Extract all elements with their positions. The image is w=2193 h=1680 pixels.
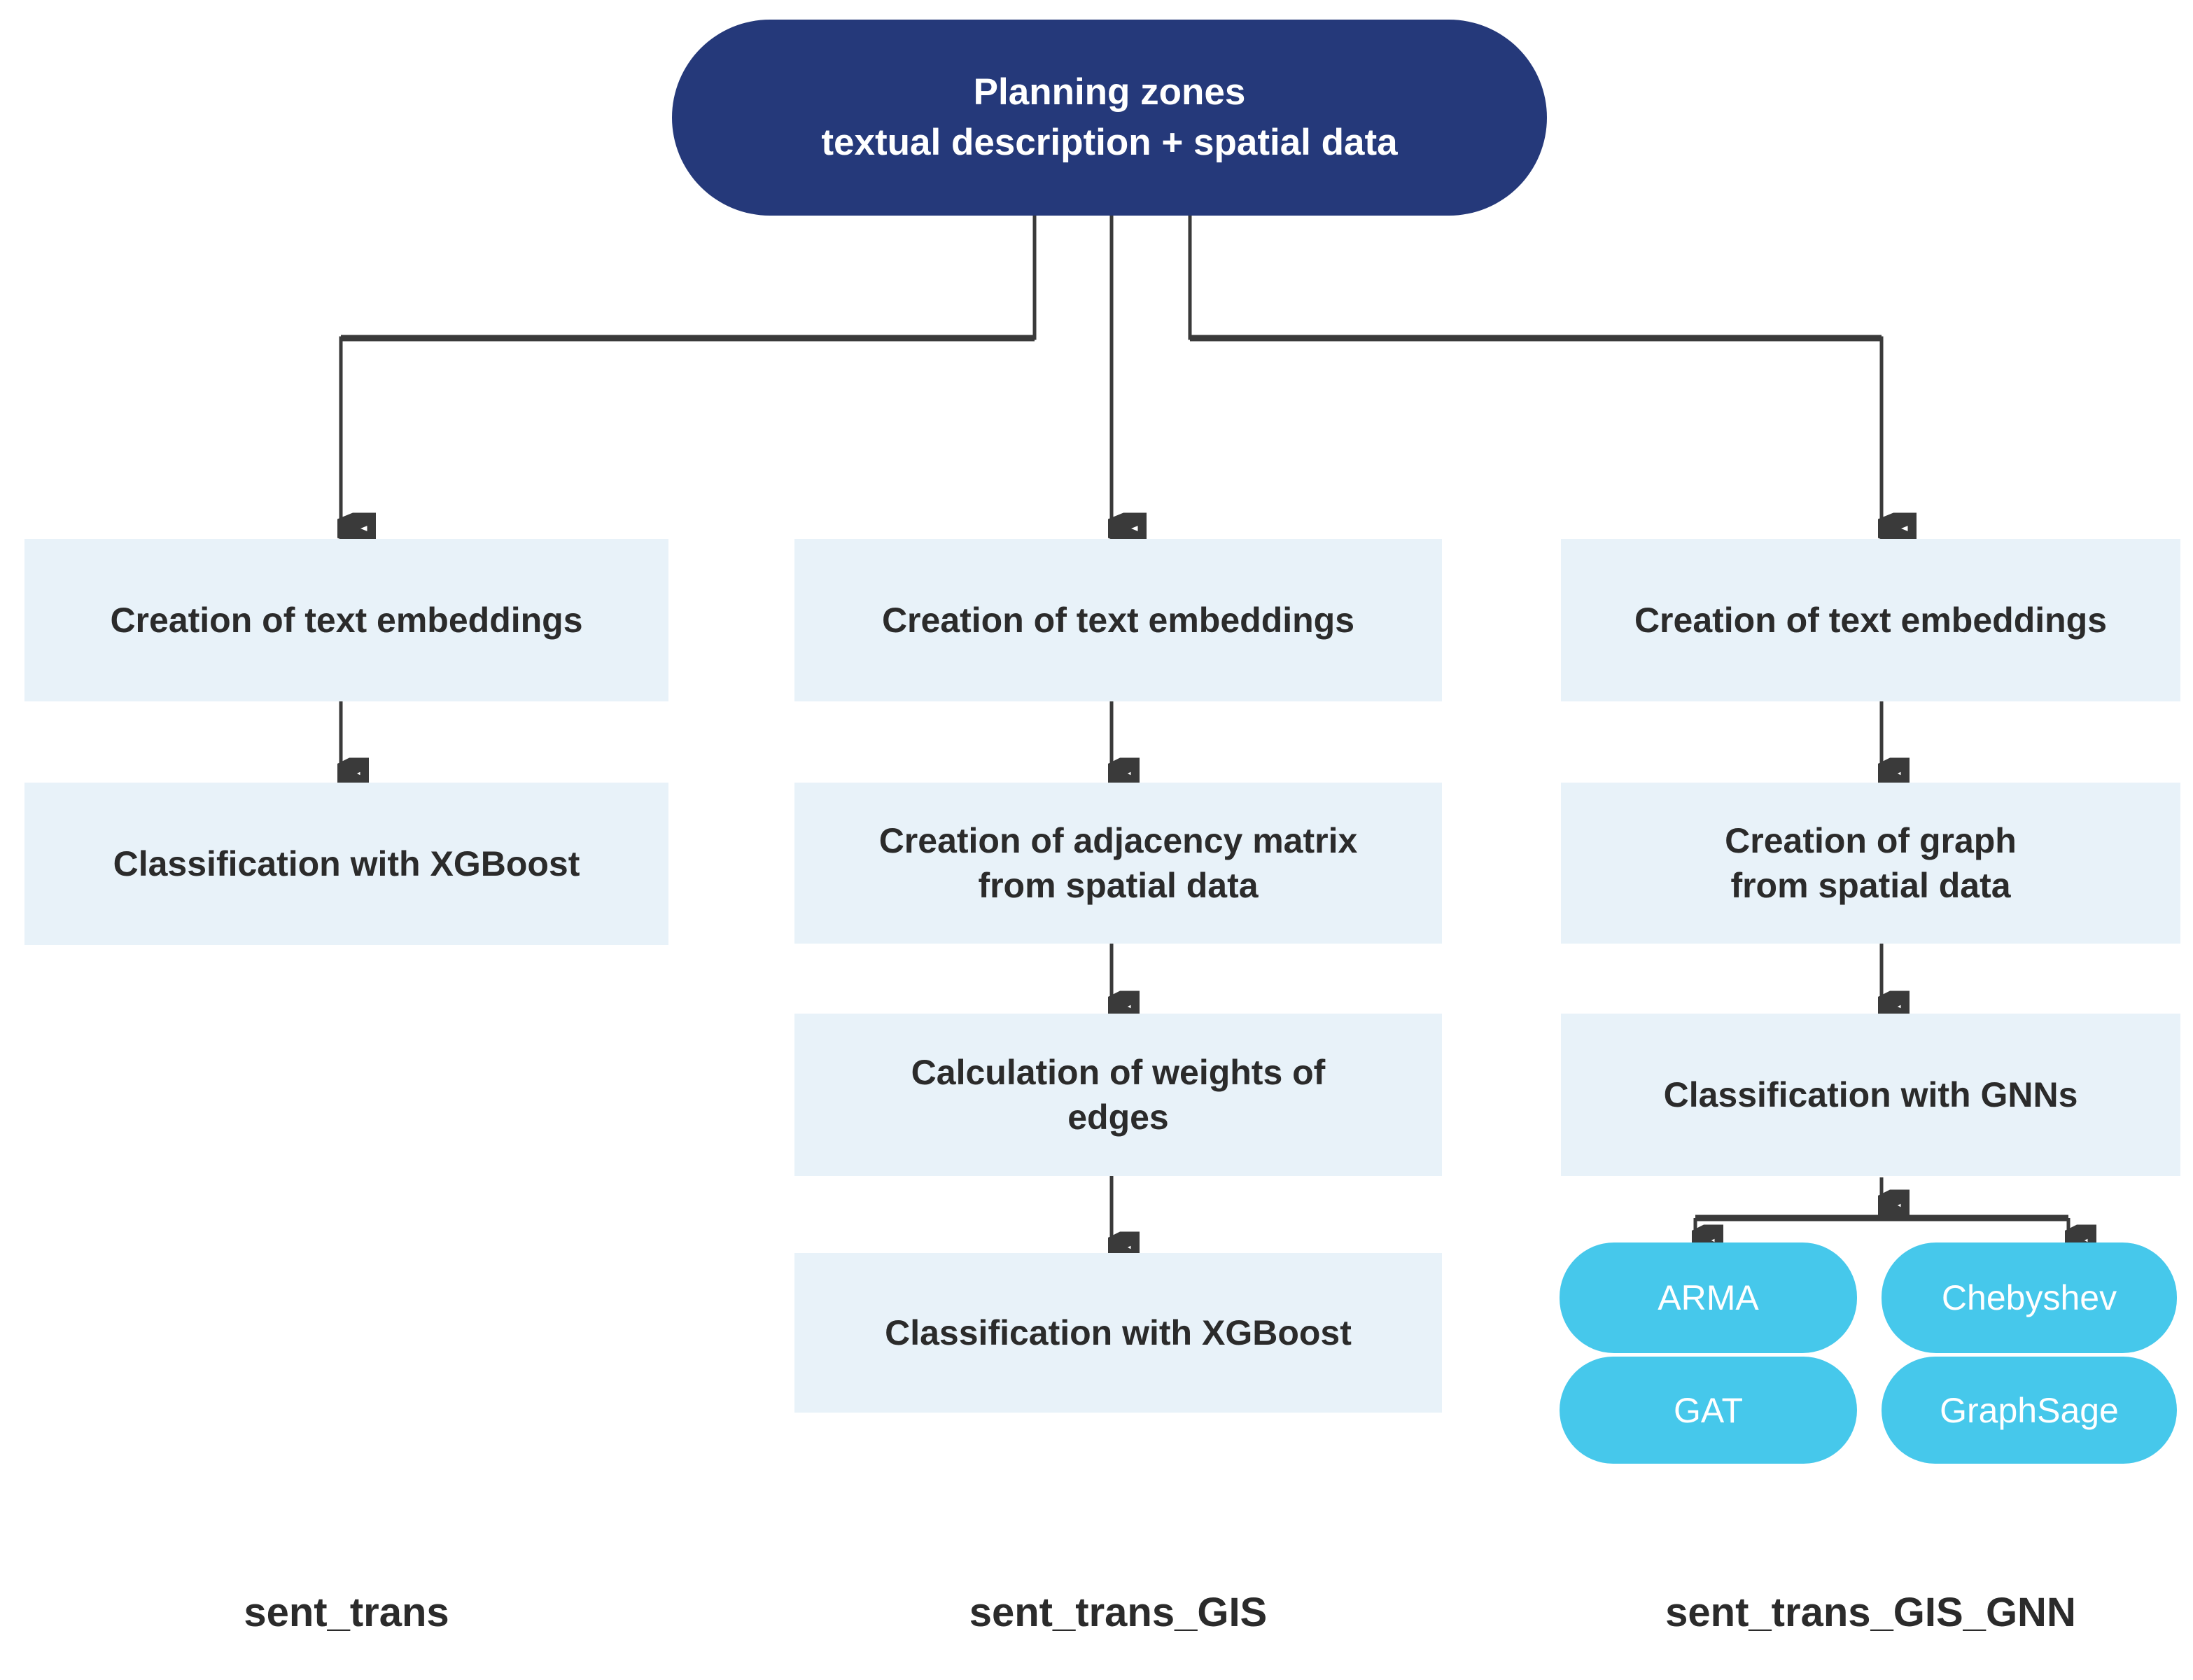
- stage-box-c2-s2[interactable]: Creation of adjacency matrix from spatia…: [794, 783, 1442, 944]
- stage-box-c3-s2[interactable]: Creation of graph from spatial data: [1561, 783, 2180, 944]
- stage-box-c2-s1[interactable]: Creation of text embeddings: [794, 539, 1442, 701]
- stage-label: Creation of text embeddings: [1634, 601, 2108, 640]
- stage-box-c2-s4[interactable]: Classification with XGBoost: [794, 1253, 1442, 1413]
- pill-label: GraphSage: [1940, 1390, 2119, 1430]
- stage-label: Classification with XGBoost: [113, 844, 580, 883]
- gnn-model-pill-gat[interactable]: GAT: [1560, 1357, 1857, 1464]
- stage-box-c1-s1[interactable]: Creation of text embeddings: [24, 539, 668, 701]
- stage-box-c3-s1[interactable]: Creation of text embeddings: [1561, 539, 2180, 701]
- stage-label-line1: Creation of adjacency matrix: [878, 821, 1358, 860]
- gnn-model-pill-graphsage[interactable]: GraphSage: [1882, 1357, 2177, 1464]
- column-caption-3: sent_trans_GIS_GNN: [1665, 1590, 2076, 1635]
- gnn-model-pill-chebyshev[interactable]: Chebyshev: [1882, 1242, 2177, 1353]
- stage-label: Classification with XGBoost: [885, 1313, 1352, 1352]
- stage-label-multiline: Creation of adjacency matrix from spatia…: [879, 818, 1358, 908]
- root-node-subtitle: textual description + spatial data: [821, 122, 1398, 163]
- pill-label: GAT: [1673, 1390, 1744, 1430]
- stage-label: Creation of text embeddings: [881, 601, 1355, 640]
- stage-label: Creation of text embeddings: [110, 601, 583, 640]
- column-caption-1: sent_trans: [244, 1590, 449, 1635]
- stage-label-line2: from spatial data: [1730, 866, 2011, 905]
- root-node-title: Planning zones: [973, 71, 1246, 113]
- stage-label: Classification with GNNs: [1663, 1075, 2078, 1114]
- column-caption-2: sent_trans_GIS: [969, 1590, 1268, 1635]
- root-node[interactable]: Planning zones textual description + spa…: [672, 20, 1547, 216]
- pill-label: Chebyshev: [1941, 1278, 2117, 1317]
- stage-label-line2: edges: [1067, 1098, 1169, 1137]
- stage-label-line1: Calculation of weights of: [911, 1053, 1326, 1092]
- stage-box-c1-s2[interactable]: Classification with XGBoost: [24, 783, 668, 945]
- stage-label-line2: from spatial data: [978, 866, 1259, 905]
- stage-label-line1: Creation of graph: [1725, 821, 2017, 860]
- gnn-model-pill-arma[interactable]: ARMA: [1560, 1242, 1857, 1353]
- stage-label-multiline: Calculation of weights of edges: [911, 1050, 1326, 1140]
- stage-box-c2-s3[interactable]: Calculation of weights of edges: [794, 1014, 1442, 1176]
- pill-label: ARMA: [1658, 1278, 1759, 1317]
- stage-box-c3-s3[interactable]: Classification with GNNs: [1561, 1014, 2180, 1176]
- stage-label-multiline: Creation of graph from spatial data: [1725, 818, 2017, 908]
